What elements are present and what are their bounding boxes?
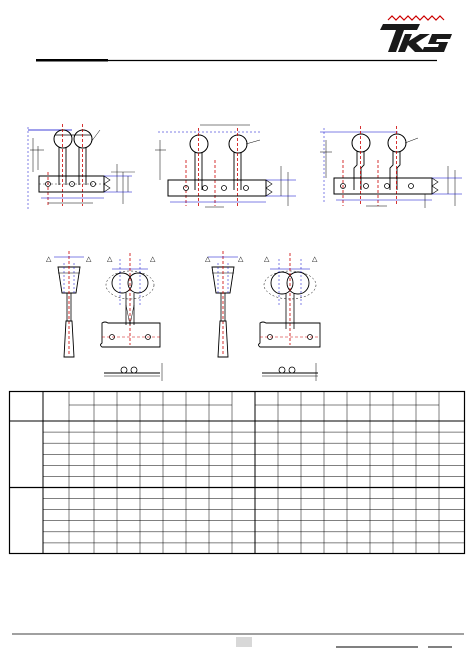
reel-diagram-row [27,124,462,210]
svg-text:△: △ [46,255,52,263]
taping-straight-lead [27,124,135,210]
table-border [8,390,466,555]
header-rule [36,59,437,62]
taping-formed-lead [155,124,296,208]
side-view-left: △ △ △ △ [46,251,163,381]
svg-text:△: △ [107,255,113,263]
svg-text:△: △ [86,255,92,263]
svg-text:△: △ [238,255,244,263]
svg-text:△: △ [264,255,270,263]
page-number-box [236,637,252,647]
tks-logo [380,15,452,52]
taping-kinked-lead [320,126,462,208]
side-view-right: △ △ △ △ [205,251,321,381]
side-view-row: △ △ △ △ △ [46,251,321,381]
svg-text:△: △ [312,255,318,263]
svg-text:△: △ [150,255,156,263]
page-header [0,0,474,64]
dimension-table [8,390,466,555]
svg-text:△: △ [205,255,211,263]
